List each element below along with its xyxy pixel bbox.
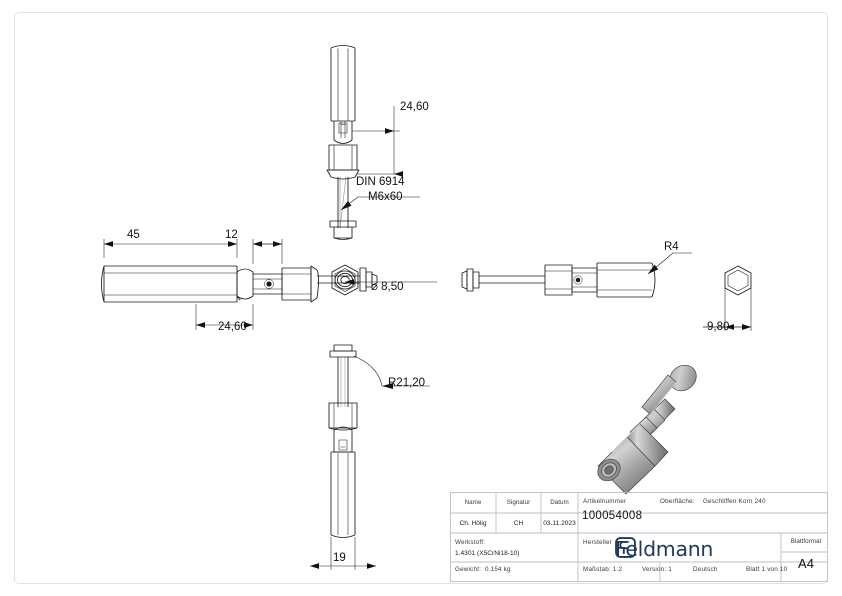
tb-value-signature: CH [513,519,524,527]
view-bottom-front [328,344,358,538]
tb-header-name: Name [464,499,482,506]
tb-header-manufacturer: Hersteller [583,538,612,546]
dim-text-top-2460: 24,60 [400,101,429,113]
dimension-text-layer: 24,60 DIN 6914 M6x60 45 12 24,60 ⌀ 8,50 … [127,101,729,564]
dim-text-980: 9,80 [707,321,729,333]
dim-text-45: 45 [127,229,140,241]
view-end-hex [331,264,359,296]
leader-din6914 [340,196,420,211]
tb-value-material: 1.4301 (X5CrNi18-10) [455,549,520,557]
dim-text-19: 19 [333,552,346,564]
dim-left-45 [103,239,238,258]
tb-header-sheet-format: Blattformat [790,537,822,545]
feldmann-logo: Feldmann [615,537,713,561]
feldmann-f-icon [615,537,636,558]
dim-text-din: DIN 6914 [356,176,405,188]
leader-r4 [647,252,692,275]
dim-hex-980 [703,288,752,331]
tb-value-name: Ch. Hölig [459,519,487,527]
dim-text-12: 12 [225,229,238,241]
tb-header-weight: Gewicht: [455,565,482,573]
tb-header-surface: Oberfläche: [660,497,695,505]
view-top-front [326,45,360,240]
tb-value-sheet-count: Blatt 1 von 10 [746,565,788,573]
sheet-border-frame [14,12,828,584]
leader-r21 [353,355,430,389]
view-right-side [461,262,656,298]
tb-value-sheet-format: A4 [798,555,814,571]
dim-top-2460 [352,106,403,177]
dim-text-r4: R4 [664,241,679,253]
tb-value-scale: Maßstab: 1:2 [583,565,623,573]
view-left-side [101,265,319,303]
tb-value-language: Deutsch [693,565,718,573]
tb-header-signature: Signatur [506,499,531,506]
tb-value-date: 03.11.2023 [543,519,576,527]
tb-value-weight: 0.154 kg [485,565,511,573]
dim-left-12 [252,239,283,264]
dim-text-r2120: R21,20 [388,377,425,389]
tb-header-date: Datum [550,499,569,506]
dim-bottom-19 [310,537,376,570]
tb-value-version: Version: 1 [642,565,673,573]
view-isometric-3d [597,364,697,495]
tb-value-surface: Geschliffen Korn 240 [703,497,766,505]
tb-value-article-number: 100054008 [582,510,643,522]
dim-text-diameter: ⌀ 8,50 [371,281,404,293]
title-block-grid [450,492,828,582]
title-block: Name Signatur Datum Ch. Hölig CH 03.11.2… [450,492,828,582]
view-right-hex [724,265,752,296]
tb-header-article-number: Artikelnummer [583,497,627,505]
dim-text-left-2460: 24,60 [218,321,247,333]
tb-header-material: Werkstoff: [455,538,486,546]
dim-left-2460 [195,304,254,330]
dim-text-thread: M6x60 [368,191,403,203]
